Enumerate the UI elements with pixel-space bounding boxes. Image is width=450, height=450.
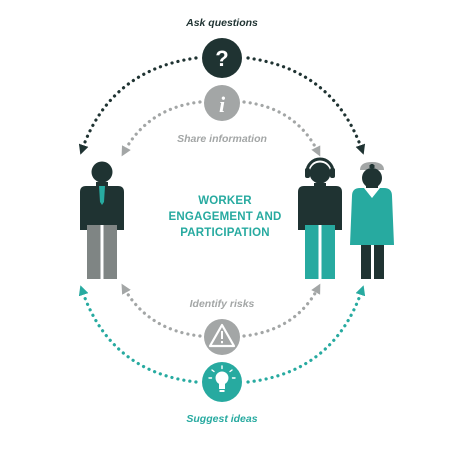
center-title-line-1: WORKER [198,195,252,207]
worker-figure [80,161,124,279]
nurse-figure [350,162,394,279]
outer-bottom-arc [78,285,366,384]
share-information-label: Share information [177,133,267,145]
center-title-line-3: PARTICIPATION [180,227,270,239]
question-mark-icon: ? [202,38,242,78]
outer-top-arc [78,56,366,155]
identify-risks-label: Identify risks [189,298,255,310]
center-title: WORKER ENGAGEMENT AND PARTICIPATION [140,193,310,241]
headset-worker-figure [298,157,342,279]
suggest-ideas-label: Suggest ideas [186,413,258,425]
warning-icon [204,319,240,355]
ask-questions-label: Ask questions [186,17,258,29]
svg-text:i: i [219,92,226,117]
inner-bottom-arc [121,283,321,338]
lightbulb-icon [202,362,242,402]
info-icon: i [204,85,240,121]
inner-top-arc [121,100,321,157]
center-title-line-2: ENGAGEMENT AND [168,211,282,223]
svg-text:?: ? [215,46,228,71]
